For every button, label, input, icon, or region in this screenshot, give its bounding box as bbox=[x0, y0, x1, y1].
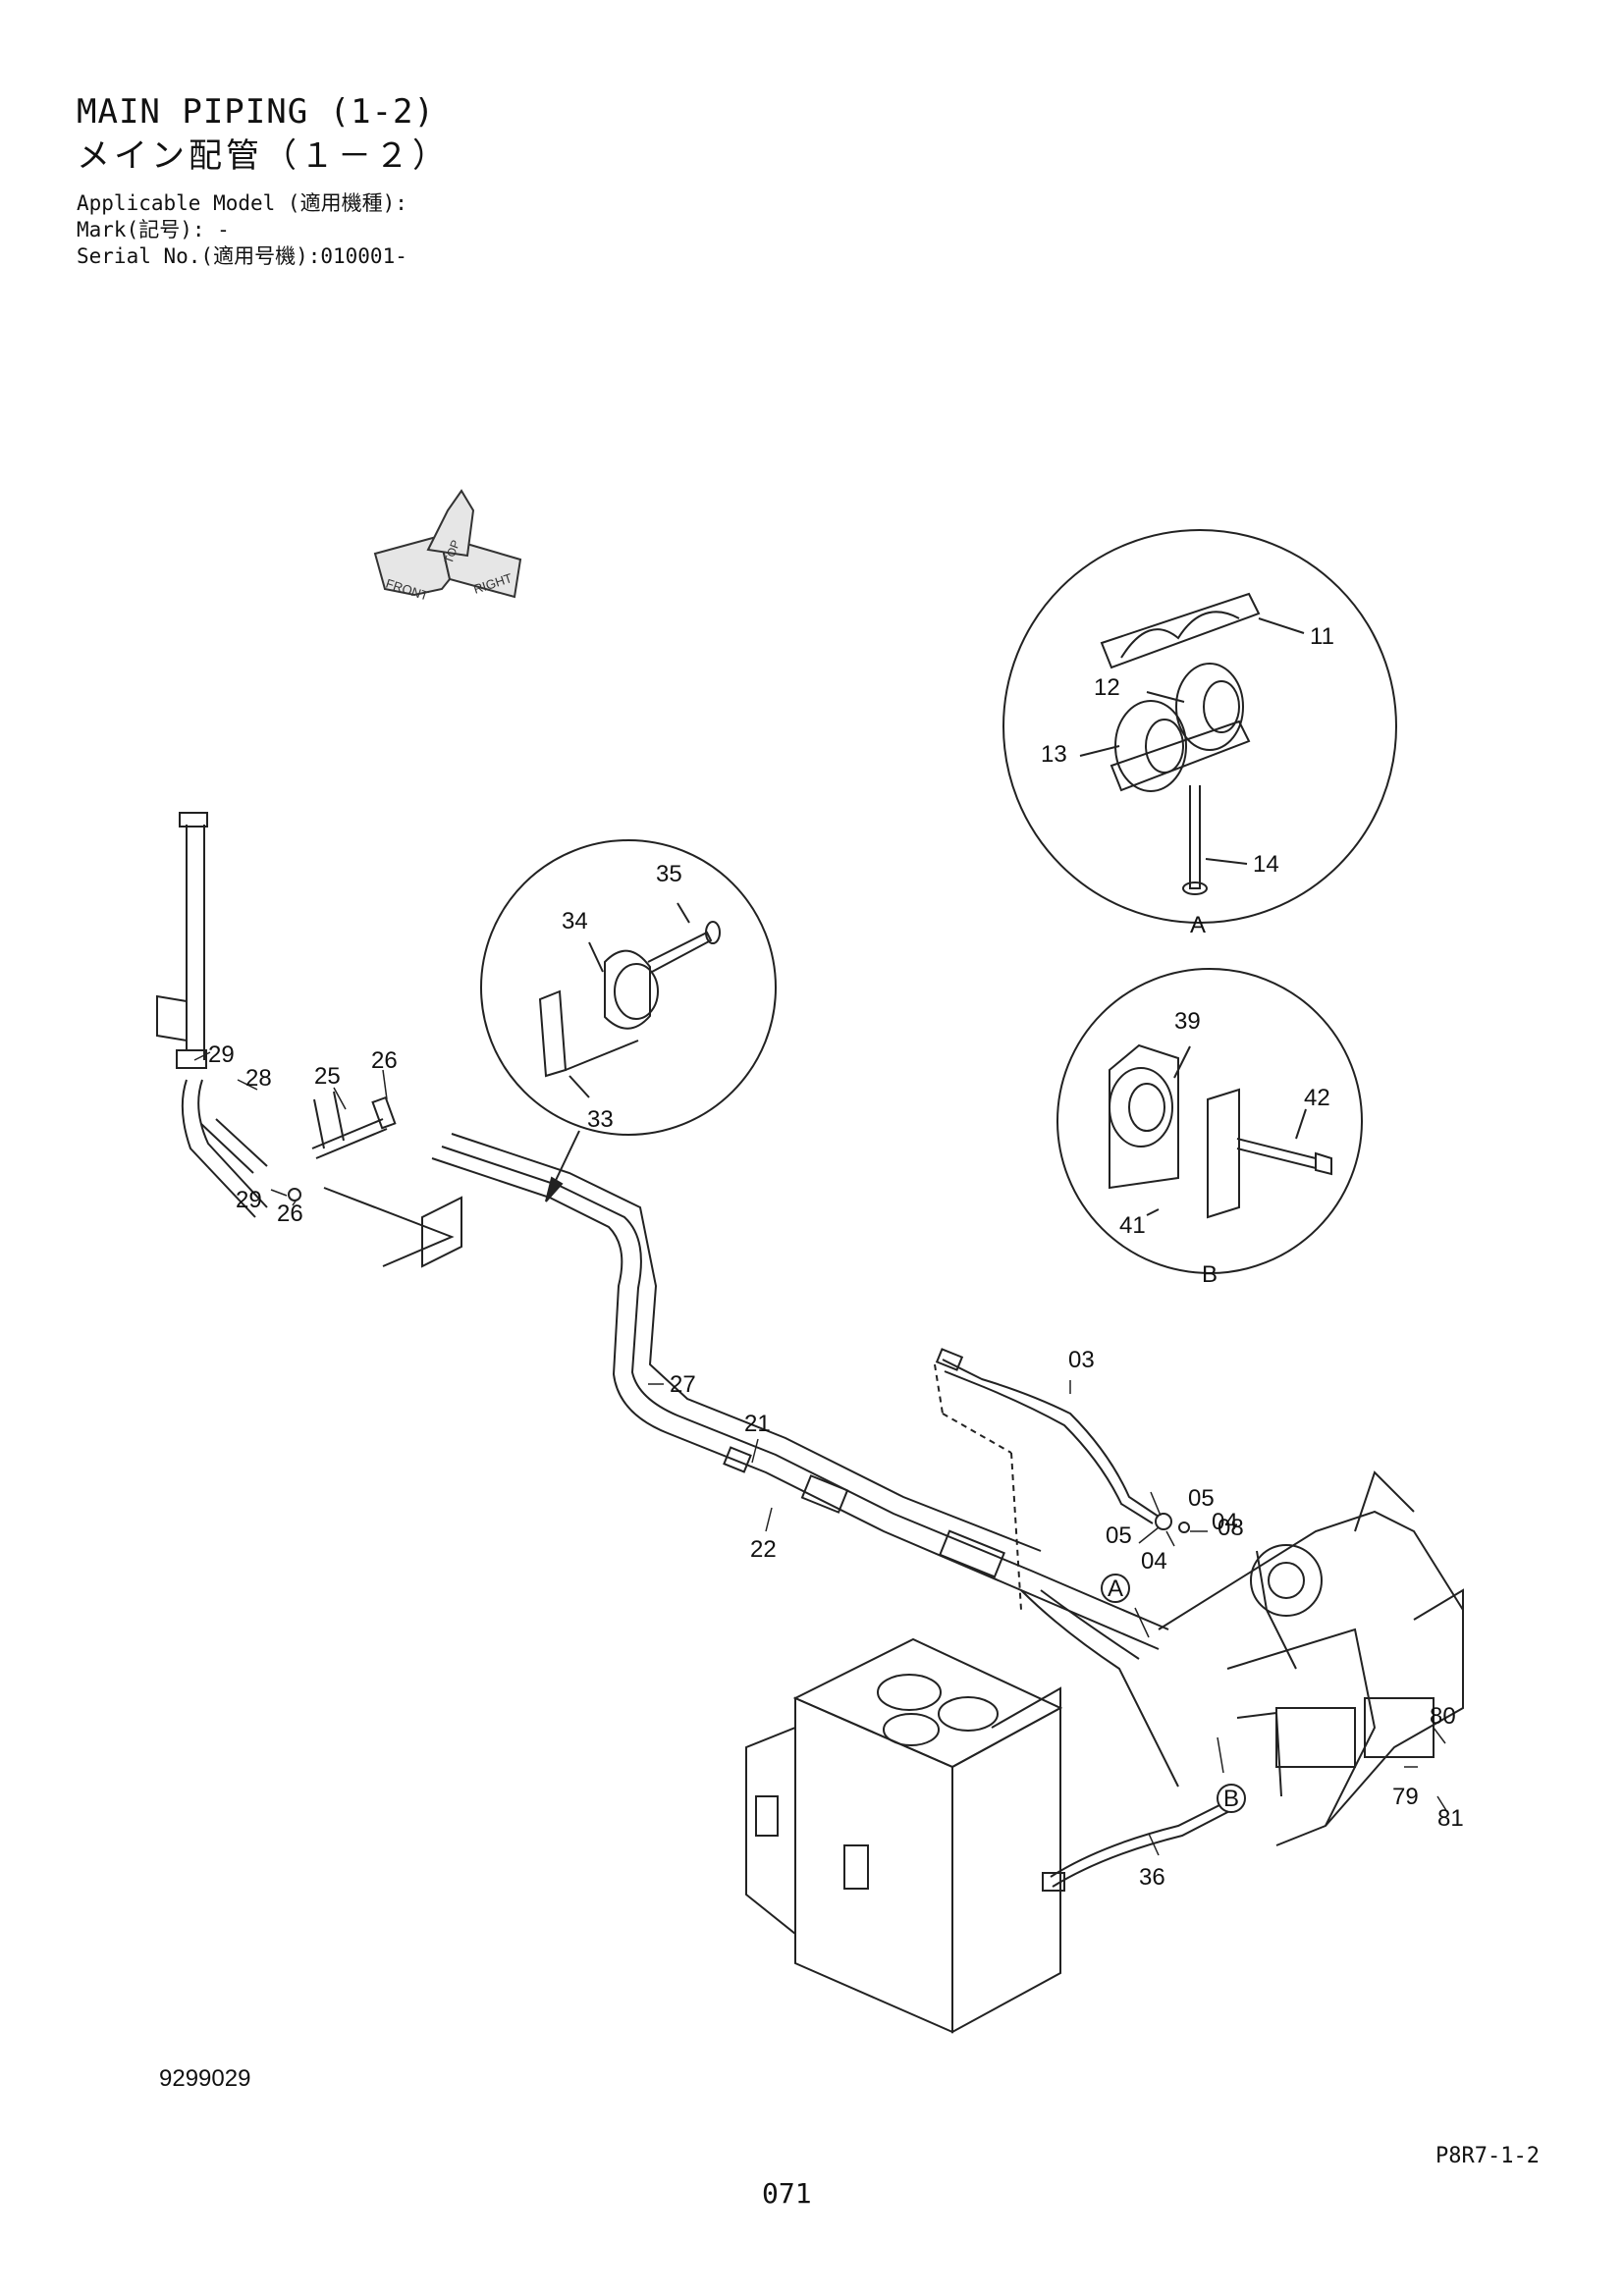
callout-39: 39 bbox=[1174, 1008, 1201, 1035]
callout-42: 42 bbox=[1304, 1085, 1330, 1111]
callout-29-upper: 29 bbox=[208, 1041, 235, 1068]
callout-36: 36 bbox=[1139, 1864, 1165, 1891]
serial-number: Serial No.(適用号機):010001- bbox=[77, 244, 407, 268]
detail-label-b: B bbox=[1202, 1261, 1218, 1288]
callout-21: 21 bbox=[744, 1411, 771, 1437]
callout-05-upper: 05 bbox=[1188, 1485, 1215, 1512]
mark: Mark(記号): - bbox=[77, 218, 230, 241]
callout-34: 34 bbox=[562, 908, 588, 934]
page-title-japanese: メイン配管（１－２） bbox=[77, 136, 450, 176]
page-title: MAIN PIPING (1-2) bbox=[77, 92, 435, 132]
callout-13: 13 bbox=[1041, 741, 1067, 768]
detail-view-a bbox=[1002, 529, 1397, 924]
callout-04-upper: 04 bbox=[1212, 1509, 1238, 1535]
main-pipe-run bbox=[431, 1133, 1179, 1788]
callout-22: 22 bbox=[750, 1536, 777, 1563]
callout-29-lower: 29 bbox=[236, 1187, 262, 1213]
callout-27: 27 bbox=[670, 1371, 696, 1398]
callout-08: 08 bbox=[1218, 1515, 1244, 1541]
callout-26-lower: 26 bbox=[277, 1201, 303, 1227]
hose-28-assembly bbox=[200, 1091, 462, 1268]
detail-view-b bbox=[1056, 968, 1363, 1274]
hose-36 bbox=[1042, 1795, 1240, 1892]
page-code: P8R7-1-2 bbox=[1435, 2144, 1540, 2168]
callout-04-lower: 04 bbox=[1141, 1548, 1167, 1575]
reference-mark-a: A bbox=[1101, 1574, 1130, 1603]
callout-25: 25 bbox=[314, 1063, 341, 1090]
callout-05-lower: 05 bbox=[1106, 1522, 1132, 1549]
callout-11: 11 bbox=[1310, 623, 1334, 650]
applicable-model: Applicable Model (適用機種): bbox=[77, 191, 407, 215]
detail-view-clamp-33 bbox=[480, 839, 777, 1136]
leader-lines bbox=[193, 1051, 1448, 1856]
header: MAIN PIPING (1-2) メイン配管（１－２） Applicable … bbox=[77, 90, 450, 270]
reference-mark-b: B bbox=[1217, 1784, 1246, 1813]
callout-33: 33 bbox=[587, 1106, 614, 1133]
callout-14: 14 bbox=[1253, 851, 1279, 878]
callout-79: 79 bbox=[1392, 1784, 1419, 1810]
vertical-pipe-assembly bbox=[156, 812, 268, 1218]
hydraulic-tank bbox=[745, 1637, 1063, 2034]
callout-41: 41 bbox=[1119, 1212, 1146, 1239]
detail-label-a: A bbox=[1190, 912, 1206, 938]
callout-80: 80 bbox=[1430, 1703, 1456, 1730]
callout-35: 35 bbox=[656, 861, 682, 887]
callout-26-upper: 26 bbox=[371, 1047, 398, 1074]
callout-81: 81 bbox=[1437, 1805, 1464, 1832]
callout-03: 03 bbox=[1068, 1347, 1095, 1373]
reference-mark-b-label: B bbox=[1223, 1786, 1239, 1812]
hose-03 bbox=[934, 1348, 1190, 1611]
page-number: 071 bbox=[762, 2177, 812, 2210]
drawing-number: 9299029 bbox=[159, 2065, 251, 2092]
orientation-indicator: FRONT TOP RIGHT bbox=[373, 489, 522, 604]
applicability-info: Applicable Model (適用機種): Mark(記号): - Ser… bbox=[77, 190, 450, 270]
reference-mark-a-label: A bbox=[1108, 1575, 1123, 1602]
callout-28: 28 bbox=[245, 1065, 272, 1092]
callout-12: 12 bbox=[1094, 674, 1120, 701]
